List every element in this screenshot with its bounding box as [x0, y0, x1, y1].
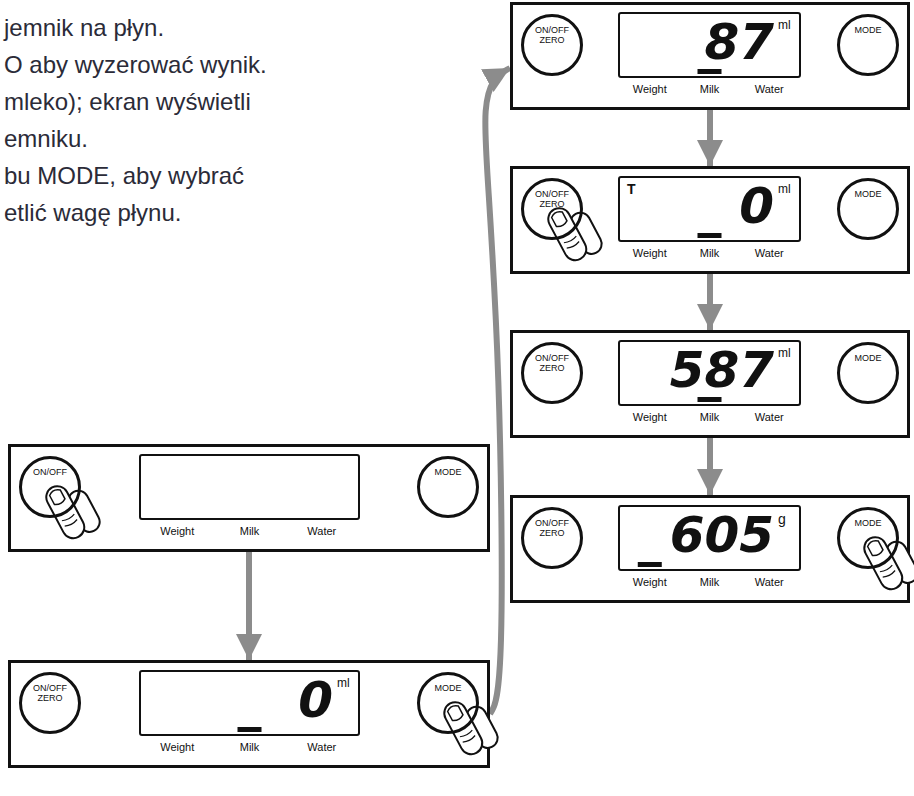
- mode-label: Water: [307, 742, 336, 753]
- mode-button: MODE: [837, 178, 899, 240]
- finger: [42, 475, 103, 544]
- unit-label: ml: [337, 677, 350, 689]
- mode-label: Milk: [700, 248, 720, 259]
- mode-label: Water: [307, 526, 336, 537]
- mode-label: Weight: [160, 742, 194, 753]
- finger-front: [860, 533, 906, 593]
- button-label: ON/OFF: [28, 468, 72, 478]
- button-label: MODE: [426, 684, 470, 694]
- unit-label: ml: [778, 347, 791, 359]
- mode-indicator: [698, 233, 722, 238]
- lcd-display: [619, 506, 800, 570]
- power-zero-button: ON/OFF ZERO: [521, 178, 583, 240]
- power-zero-button: ON/OFF ZERO: [521, 342, 583, 404]
- mode-label: Water: [755, 577, 784, 588]
- instruction-text: O aby wyzerować wynik.: [4, 51, 267, 80]
- knuckle-line: [460, 730, 476, 743]
- flow-arrow: [246, 552, 252, 660]
- power-zero-button: ON/OFF ZERO: [521, 14, 583, 76]
- mode-indicator: [638, 562, 662, 567]
- tare-flag: T: [627, 182, 636, 196]
- mode-button: MODE: [417, 672, 479, 734]
- mode-label: Weight: [160, 526, 194, 537]
- finger-front: [42, 482, 88, 542]
- unit-label: g: [778, 512, 786, 526]
- scale-panel: ON/OFF ZERO MODE 605 gWeight Milk Water: [510, 495, 910, 603]
- fingernail: [446, 704, 463, 722]
- fingernail: [550, 210, 567, 228]
- flow-arrow: [485, 68, 510, 714]
- instruction-text: bu MODE, aby wybrać: [4, 162, 244, 191]
- scale-panel: ON/OFF ZERO MODE 0 mlWeight Milk Water: [8, 660, 490, 768]
- button-label: ON/OFF ZERO: [530, 26, 574, 46]
- finger-front: [440, 698, 486, 758]
- mode-label: Milk: [240, 526, 260, 537]
- mode-button: MODE: [417, 456, 479, 518]
- knuckle-line: [62, 514, 78, 527]
- unit-label: ml: [778, 19, 791, 31]
- mode-indicator: [698, 69, 722, 74]
- lcd-display: [619, 13, 800, 77]
- mode-indicator: [698, 397, 722, 402]
- lcd-display: [619, 177, 800, 241]
- finger: [860, 526, 914, 595]
- scale-panel: ON/OFF ZERO MODE T 0 mlWeight Milk Water: [510, 166, 910, 274]
- knuckle-line: [564, 236, 580, 249]
- button-label: ON/OFF ZERO: [530, 519, 574, 539]
- button-label: MODE: [846, 519, 890, 529]
- mode-button: MODE: [837, 14, 899, 76]
- mode-label: Weight: [633, 84, 667, 95]
- unit-label: ml: [778, 183, 791, 195]
- mode-label: Water: [755, 248, 784, 259]
- mode-label: Weight: [633, 412, 667, 423]
- mode-indicator: [238, 727, 262, 732]
- knuckle-line: [880, 565, 896, 578]
- display-reading: 0: [298, 675, 333, 725]
- lcd-display: [140, 455, 359, 519]
- fingernail: [866, 539, 883, 557]
- button-label: MODE: [846, 354, 890, 364]
- fingernail: [48, 488, 65, 506]
- mode-label: Water: [755, 84, 784, 95]
- mode-label: Water: [755, 412, 784, 423]
- display-reading: 87: [704, 17, 774, 67]
- flow-arrow: [707, 438, 713, 495]
- mode-label: Milk: [700, 577, 720, 588]
- mode-button: MODE: [837, 342, 899, 404]
- mode-label: Weight: [633, 248, 667, 259]
- scale-panel: ON/OFF ZERO MODE 587 mlWeight Milk Water: [510, 330, 910, 438]
- power-zero-button: ON/OFF: [19, 456, 81, 518]
- display-reading: 0: [739, 181, 774, 231]
- button-label: ON/OFF ZERO: [530, 354, 574, 374]
- mode-label: Milk: [700, 412, 720, 423]
- button-label: MODE: [846, 26, 890, 36]
- display-reading: 587: [670, 345, 774, 395]
- button-label: ON/OFF ZERO: [28, 684, 72, 704]
- power-zero-button: ON/OFF ZERO: [521, 507, 583, 569]
- mode-button: MODE: [837, 507, 899, 569]
- lcd-display: [619, 341, 800, 405]
- instruction-text: mleko); ekran wyświetli: [4, 88, 251, 117]
- finger-front: [544, 204, 590, 264]
- button-label: ON/OFF ZERO: [530, 190, 574, 210]
- scale-panel: ON/OFF MODE Weight Milk Water: [8, 444, 490, 552]
- lcd-display: [140, 671, 359, 735]
- instruction-text: etlić wagę płynu.: [4, 199, 181, 228]
- finger: [440, 691, 501, 760]
- flow-arrow: [707, 274, 713, 330]
- mode-label: Milk: [240, 742, 260, 753]
- instruction-text: emniku.: [4, 125, 88, 154]
- button-label: MODE: [846, 190, 890, 200]
- display-reading: 605: [670, 510, 774, 560]
- mode-label: Weight: [633, 577, 667, 588]
- instruction-text: jemnik na płyn.: [4, 14, 164, 43]
- mode-label: Milk: [700, 84, 720, 95]
- scale-panel: ON/OFF ZERO MODE 87 mlWeight Milk Water: [510, 2, 910, 110]
- power-zero-button: ON/OFF ZERO: [19, 672, 81, 734]
- flow-arrow: [707, 110, 713, 166]
- button-label: MODE: [426, 468, 470, 478]
